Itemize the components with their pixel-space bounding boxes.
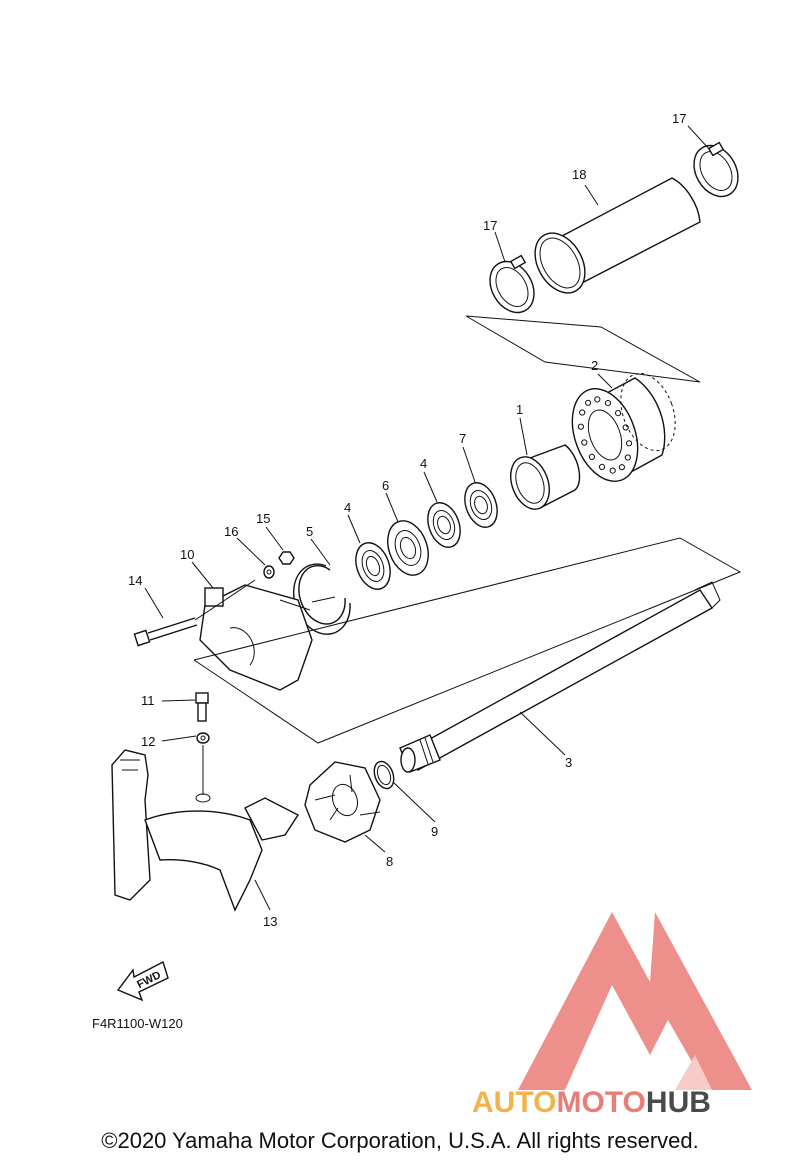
callout-1: 1 xyxy=(516,402,523,417)
damper-hole xyxy=(609,467,616,474)
hose xyxy=(534,177,701,294)
damper-hole xyxy=(577,423,585,430)
watermark-auto: AUTO xyxy=(472,1086,556,1119)
oil-seal-4-upper xyxy=(427,502,461,548)
hose-clamp-upper xyxy=(693,141,739,198)
callout-11: 11 xyxy=(141,693,155,708)
callout-8: 8 xyxy=(386,854,393,869)
callout-numbers: 17 18 17 2 1 7 4 6 4 5 15 16 10 14 3 11 … xyxy=(128,111,686,929)
callout-2: 2 xyxy=(591,358,598,373)
diagram-code: F4R1100-W120 xyxy=(92,1016,183,1031)
bearing-housing xyxy=(199,584,313,691)
washer xyxy=(263,565,275,579)
damper-hole xyxy=(585,399,592,406)
automotohub-watermark xyxy=(518,912,752,1090)
callout-17-upper: 17 xyxy=(672,111,686,126)
watermark-logo-icon xyxy=(518,912,752,1090)
bolt xyxy=(133,617,198,647)
watermark-hub: HUB xyxy=(646,1086,711,1119)
callout-13: 13 xyxy=(263,914,277,929)
callout-12: 12 xyxy=(141,734,155,749)
callout-10: 10 xyxy=(180,547,194,562)
callout-7: 7 xyxy=(459,431,466,446)
damper-hole xyxy=(581,439,588,446)
damper-hole xyxy=(594,396,601,403)
coupling xyxy=(304,761,381,843)
callout-14: 14 xyxy=(128,573,142,588)
damper-hole xyxy=(618,464,626,471)
damper-hole xyxy=(626,440,633,447)
cover-washer xyxy=(196,732,210,744)
damper-hole xyxy=(598,463,606,470)
hose-group-outline xyxy=(465,315,701,383)
callout-9: 9 xyxy=(431,824,438,839)
drive-shaft xyxy=(399,581,721,773)
callout-6: 6 xyxy=(382,478,389,493)
shaft-group-outline xyxy=(193,537,742,744)
damper-hole xyxy=(615,410,622,417)
leader-lines xyxy=(144,125,711,911)
nut xyxy=(278,551,295,565)
bolt-guide-line xyxy=(194,579,256,621)
oil-seal-4-lower xyxy=(355,542,391,590)
hose-clamp-lower xyxy=(489,254,535,314)
damper-hole xyxy=(622,424,629,431)
callout-3: 3 xyxy=(565,755,572,770)
watermark-moto: MOTO xyxy=(556,1086,645,1119)
callout-18: 18 xyxy=(572,167,586,182)
bearing-sleeve xyxy=(510,444,581,510)
watermark-text: AUTOMOTOHUB xyxy=(472,1086,711,1119)
copyright-notice: ©2020 Yamaha Motor Corporation, U.S.A. A… xyxy=(101,1128,699,1153)
callout-4-upper: 4 xyxy=(420,456,427,471)
fwd-arrow-icon: FWD xyxy=(116,960,169,1002)
callout-4-lower: 4 xyxy=(344,500,351,515)
damper xyxy=(571,372,676,482)
damper-hole xyxy=(604,400,612,407)
damper-hole xyxy=(579,409,586,416)
coupling-cover xyxy=(111,749,300,912)
callout-17-lower: 17 xyxy=(483,218,497,233)
callout-16: 16 xyxy=(224,524,238,539)
bearing-6 xyxy=(387,520,429,576)
callout-15: 15 xyxy=(256,511,270,526)
damper-hole xyxy=(588,453,596,460)
o-ring xyxy=(373,760,395,790)
callout-5: 5 xyxy=(306,524,313,539)
oil-seal-7 xyxy=(464,482,498,528)
cover-bolt xyxy=(195,692,209,722)
damper-hole xyxy=(624,454,631,461)
seal-guide-line xyxy=(311,596,336,603)
